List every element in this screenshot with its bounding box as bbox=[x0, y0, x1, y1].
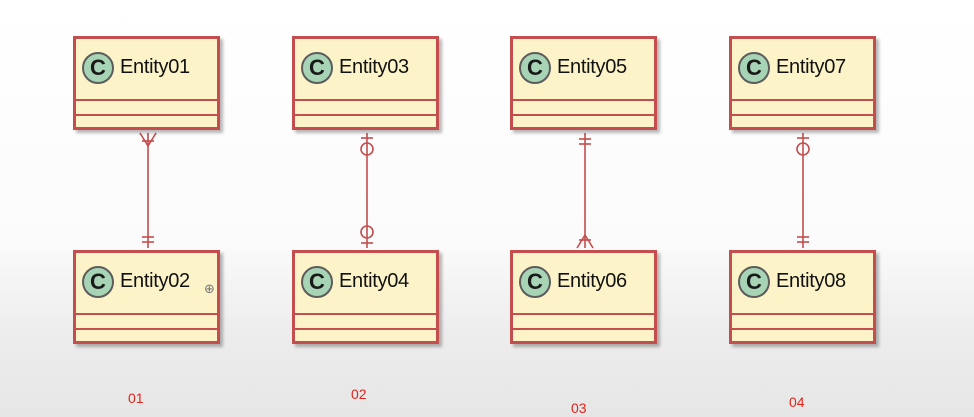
caption-04: 04 bbox=[789, 394, 805, 410]
divider bbox=[76, 99, 217, 101]
end-marker-4-bottom bbox=[797, 236, 809, 243]
entity-name: Entity03 bbox=[339, 56, 409, 78]
class-icon: C bbox=[519, 266, 551, 298]
entity-04[interactable]: C Entity04 bbox=[292, 250, 439, 344]
entity-08[interactable]: C Entity08 bbox=[729, 250, 876, 344]
end-marker-1-top bbox=[139, 132, 157, 147]
entity-name: Entity04 bbox=[339, 270, 409, 292]
divider bbox=[295, 99, 436, 101]
entity-06[interactable]: C Entity06 bbox=[510, 250, 657, 344]
divider bbox=[732, 328, 873, 330]
entity-05[interactable]: C Entity05 bbox=[510, 36, 657, 130]
end-marker-1-bottom bbox=[142, 236, 154, 243]
class-icon: C bbox=[82, 266, 114, 298]
divider bbox=[513, 313, 654, 315]
entity-name: Entity02 bbox=[120, 270, 190, 292]
entity-01[interactable]: C Entity01 bbox=[73, 36, 220, 130]
end-marker-2-bottom bbox=[360, 225, 374, 244]
divider bbox=[295, 328, 436, 330]
divider bbox=[732, 114, 873, 116]
entity-02[interactable]: C Entity02 bbox=[73, 250, 220, 344]
end-marker-3-top bbox=[579, 138, 591, 145]
divider bbox=[732, 99, 873, 101]
entity-name: Entity01 bbox=[120, 56, 190, 78]
divider bbox=[295, 313, 436, 315]
end-marker-3-bottom bbox=[576, 234, 594, 249]
class-icon: C bbox=[738, 52, 770, 84]
entity-name: Entity05 bbox=[557, 56, 627, 78]
divider bbox=[513, 99, 654, 101]
class-icon: C bbox=[519, 52, 551, 84]
divider bbox=[76, 328, 217, 330]
divider bbox=[76, 114, 217, 116]
caption-02: 02 bbox=[351, 386, 367, 402]
caption-03: 03 bbox=[571, 400, 587, 416]
resize-cursor-icon: ⊕ bbox=[204, 282, 215, 297]
divider bbox=[732, 313, 873, 315]
divider bbox=[76, 313, 217, 315]
caption-01: 01 bbox=[128, 390, 144, 406]
divider bbox=[513, 328, 654, 330]
entity-03[interactable]: C Entity03 bbox=[292, 36, 439, 130]
entity-name: Entity06 bbox=[557, 270, 627, 292]
divider bbox=[513, 114, 654, 116]
end-marker-2-top bbox=[360, 137, 374, 156]
entity-name: Entity07 bbox=[776, 56, 846, 78]
divider bbox=[295, 114, 436, 116]
class-icon: C bbox=[301, 266, 333, 298]
class-icon: C bbox=[301, 52, 333, 84]
class-icon: C bbox=[738, 266, 770, 298]
entity-07[interactable]: C Entity07 bbox=[729, 36, 876, 130]
end-marker-4-top bbox=[796, 137, 810, 156]
class-icon: C bbox=[82, 52, 114, 84]
entity-name: Entity08 bbox=[776, 270, 846, 292]
